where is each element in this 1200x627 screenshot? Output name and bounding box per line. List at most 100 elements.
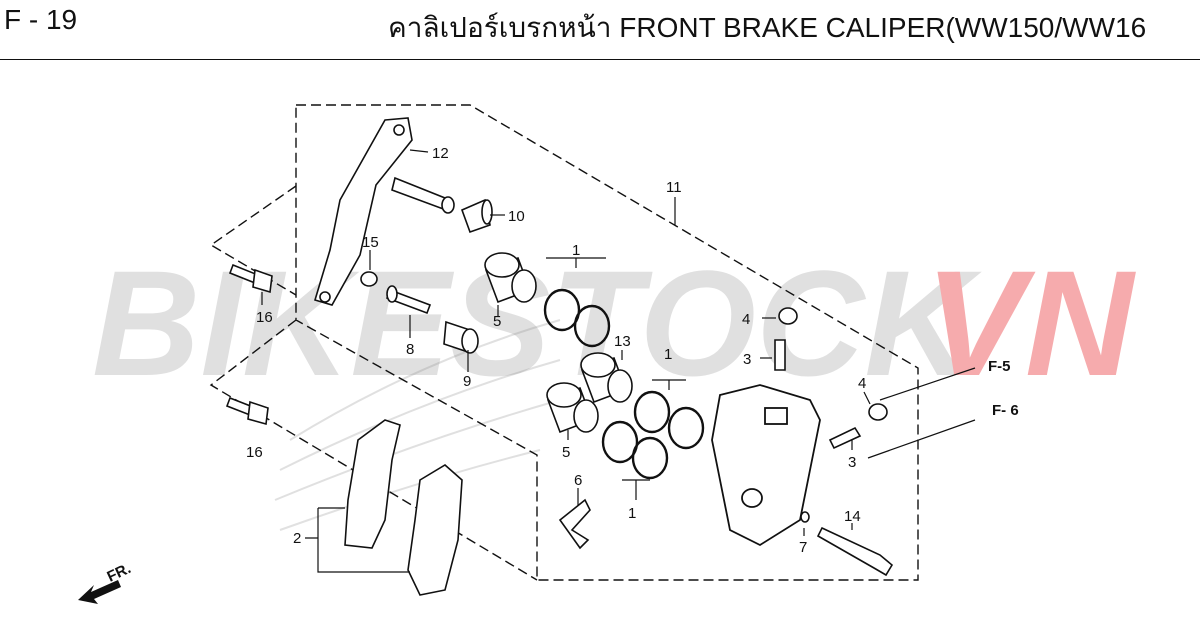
seal-ring [667,406,705,450]
leader-1c [622,479,650,500]
page-title: คาลิเปอร์เบรกหน้า FRONT BRAKE CALIPER(WW… [388,12,1147,43]
seal-ring [573,304,611,348]
caliper-port [741,488,763,508]
pad-spring [558,498,591,550]
pin-boot [460,198,493,234]
watermark-text-accent: VN [925,239,1136,407]
sealing-washer [360,271,378,287]
front-direction: FR. [78,560,134,604]
callout-2: 2 [293,530,301,547]
piston-lower [546,382,599,434]
callout-14: 14 [844,508,861,525]
callout-9: 9 [463,373,471,390]
bleeder-screw-lower [828,426,862,450]
flange-bolt-lower [225,396,269,426]
piston-seals [543,288,705,480]
leader-2 [305,507,410,573]
header-rule [0,59,1200,60]
callout-11: 11 [666,179,682,196]
callout-16: 16 [246,444,263,461]
pin-head [386,285,398,303]
cap-body [868,403,888,421]
leader-lines [261,149,976,573]
bleeder-body [828,426,862,450]
bleeder-cap-lower [868,403,888,421]
caliper-housing [711,384,821,547]
callout-5: 5 [562,444,570,461]
callout-1: 1 [628,505,636,522]
callout-4: 4 [858,375,866,392]
page-header: F - 19 คาลิเปอร์เบรกหน้า FRONT BRAKE CAL… [0,0,1200,60]
bolt-head [247,400,269,426]
callouts: 12 10 11 15 1 16 4 5 13 8 1 3 9 4 16 5 3… [246,145,866,556]
bleeder-cap-upper [778,307,798,325]
piston-end [511,269,537,303]
watermark-text-primary: BIKESTOCK [92,239,982,407]
front-arrow-icon [78,580,121,604]
bracket-plate [314,117,413,306]
slide-pin [385,285,432,315]
boot-end [461,328,479,354]
cap-body [778,307,798,325]
callout-15: 15 [362,234,379,251]
callout-12: 12 [432,145,449,162]
wing-stroke [289,319,561,441]
seal-ring [631,436,669,480]
callout-5: 5 [493,313,501,330]
piston-end [607,369,633,403]
piston-mid [580,352,633,404]
caliper-boss [764,407,788,425]
seal-ring [633,390,671,434]
piston-face [580,352,616,378]
seal-ring [601,420,639,464]
piston-end [573,399,599,433]
brand-wing-logo [274,319,561,531]
wing-stroke [279,449,541,531]
ref-f5[interactable]: F-5 [988,358,1011,375]
caliper-assembly-outline [295,104,919,581]
callout-16: 16 [256,309,273,326]
wing-stroke [279,359,561,471]
pad-pin [816,526,894,577]
callout-13: 13 [614,333,631,350]
callout-6: 6 [574,472,582,489]
boot-end [481,199,493,225]
seal-ring [543,288,581,332]
brake-pad-inner [344,419,401,549]
leader-1b [652,379,686,390]
piston-upper [484,252,537,304]
leader-12 [409,149,429,153]
leader-4b [863,391,871,405]
bleeder-screw-upper [774,339,786,371]
piston-face [484,252,520,278]
callout-4: 4 [742,311,750,328]
bolt-head [252,268,273,294]
caliper-bracket [314,117,455,306]
brake-pad-outer [407,464,463,596]
leader-f6 [867,419,976,459]
callout-3: 3 [848,454,856,471]
wing-stroke [274,399,561,501]
callout-8: 8 [406,341,414,358]
piston-face [546,382,582,408]
bracket-hole [393,124,405,136]
leader-1a [546,257,606,268]
leader-f5 [879,367,976,401]
callout-1: 1 [572,242,580,259]
callout-1: 1 [664,346,672,363]
bleeder-body [774,339,786,371]
brake-pads [344,419,463,596]
callout-7: 7 [799,539,807,556]
flange-bolt-upper [228,263,273,294]
bracket-hole [319,291,331,303]
retaining-clip [800,511,810,523]
ref-f6[interactable]: F- 6 [992,402,1019,419]
cross-references: F-5 F- 6 [988,358,1019,419]
front-label: FR. [105,560,134,586]
watermark: BIKESTOCK VN [92,239,1136,407]
page-code: F - 19 [4,4,78,35]
pin-boot-lower [443,320,479,354]
bracket-pin-tip [441,196,455,214]
callout-10: 10 [508,208,525,225]
